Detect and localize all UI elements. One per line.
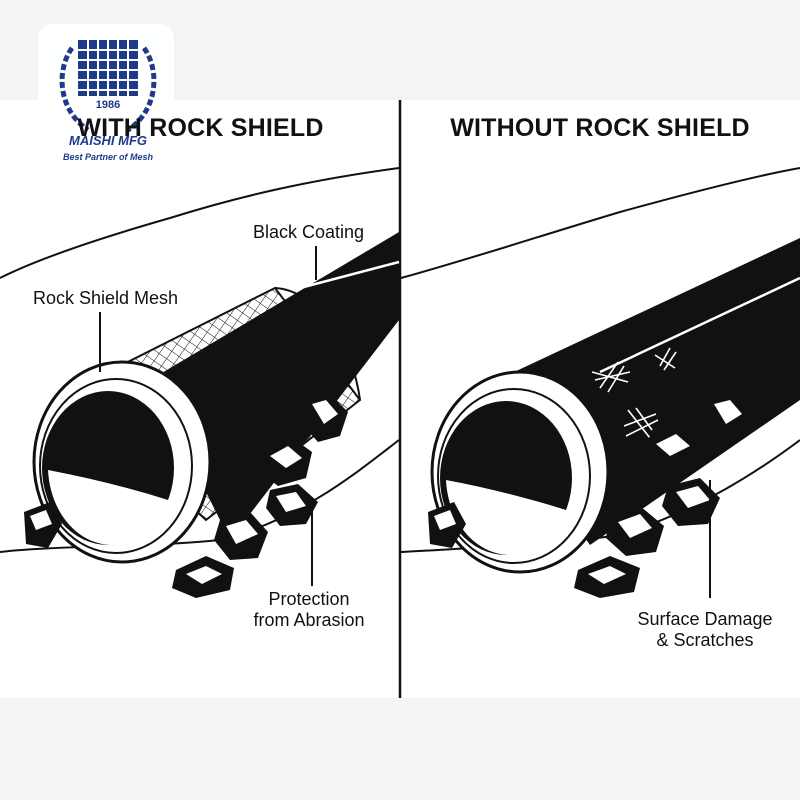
label-damage-line2: & Scratches [656, 630, 754, 650]
left-trench-top-line [0, 167, 400, 279]
left-rocks [24, 392, 348, 598]
rock-highlight [30, 510, 52, 530]
pipe-highlight [261, 260, 400, 300]
rock-highlight [618, 514, 652, 538]
rock-highlight [434, 510, 456, 530]
laurel-wreath-left [59, 46, 90, 133]
debris-fragment [667, 403, 684, 419]
logo-brand-name: MAISHI MFG [69, 133, 147, 148]
company-logo [38, 24, 174, 180]
rock-highlight [714, 400, 742, 424]
label-protection-line1: Protection [268, 589, 350, 609]
scratch-marks [591, 347, 677, 439]
pipe-interior-floor [446, 480, 566, 555]
rock-highlight [312, 400, 338, 424]
right-rocks [428, 392, 750, 598]
right-panel-title: WITHOUT ROCK SHIELD [450, 114, 750, 142]
label-protection-line2: from Abrasion [253, 610, 365, 630]
mesh-grid-lines [78, 40, 138, 96]
label-damage-line1: Surface Damage [637, 609, 773, 629]
mesh-edge [274, 287, 361, 401]
logo-tagline: Best Partner of Mesh [62, 152, 154, 162]
rock-highlight [270, 446, 302, 468]
pipe-highlight [599, 276, 800, 374]
rock-highlight [186, 566, 222, 584]
rock-highlight [656, 434, 690, 456]
rock-highlight [676, 486, 710, 508]
year-ribbon [86, 98, 130, 112]
left-panel-title: WITH ROCK SHIELD [77, 114, 324, 142]
rock-highlight [276, 492, 306, 512]
label-black-coating: Black Coating [253, 222, 365, 242]
right-scene [400, 167, 800, 598]
pipe-interior-floor [48, 470, 168, 545]
label-rock-shield-mesh: Rock Shield Mesh [33, 288, 179, 308]
left-scene [0, 167, 400, 598]
rock-highlight [226, 520, 258, 544]
rock-highlight [588, 566, 626, 584]
laurel-wreath-right [126, 46, 157, 133]
right-trench-top-line [400, 167, 800, 279]
logo-year: 1986 [95, 99, 121, 111]
